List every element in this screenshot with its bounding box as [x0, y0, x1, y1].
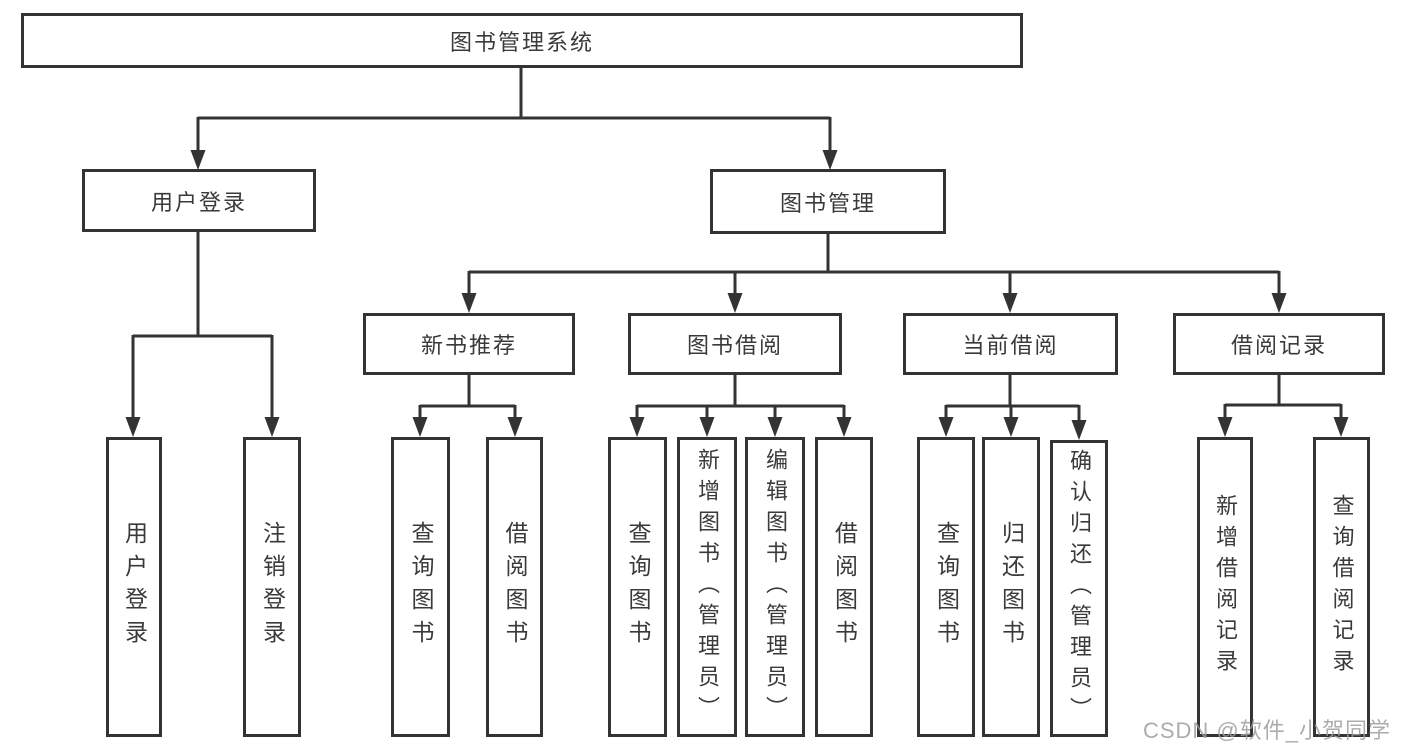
leaf-label: 用户登录 [121, 521, 148, 653]
leaf-return-books: 归还图书 [982, 437, 1040, 737]
leaf-label: 查询图书 [625, 521, 651, 653]
leaf-query-books-2: 查询图书 [608, 437, 667, 737]
node-label: 图书管理 [779, 190, 876, 216]
node-book-borrowing: 图书借阅 [628, 313, 842, 375]
leaf-user-login: 用户登录 [106, 437, 162, 737]
leaf-add-borrow-record: 新增借阅记录 [1197, 437, 1253, 737]
leaf-label: 新增借阅记录 [1213, 494, 1238, 680]
leaf-confirm-return-admin: 确认归还（管理员） [1050, 440, 1108, 737]
csdn-watermark: CSDN @软件_小贺同学 [1142, 718, 1391, 743]
leaf-logout: 注销登录 [243, 437, 301, 737]
node-label: 用户登录 [150, 189, 247, 215]
node-label: 新书推荐 [420, 333, 517, 358]
node-book-management: 图书管理 [710, 169, 946, 234]
leaf-label: 查询图书 [933, 521, 960, 653]
leaf-label: 注销登录 [259, 521, 286, 653]
leaf-query-borrow-record: 查询借阅记录 [1313, 437, 1370, 737]
node-borrowing-records: 借阅记录 [1173, 313, 1385, 375]
node-new-book-recommendation: 新书推荐 [363, 313, 575, 375]
leaf-borrow-books-2: 借阅图书 [815, 437, 873, 737]
leaf-label: 借阅图书 [831, 521, 858, 653]
leaf-label: 查询借阅记录 [1329, 494, 1355, 680]
leaf-label: 借阅图书 [502, 521, 528, 653]
leaf-borrow-books-1: 借阅图书 [486, 437, 543, 737]
leaf-query-books-3: 查询图书 [917, 437, 975, 737]
leaf-label: 确认归还（管理员） [1067, 449, 1092, 728]
node-current-borrowing: 当前借阅 [903, 313, 1118, 375]
leaf-query-books-1: 查询图书 [391, 437, 450, 737]
node-user-login: 用户登录 [82, 169, 316, 232]
node-library-management-system: 图书管理系统 [21, 13, 1023, 68]
node-label: 图书借阅 [686, 333, 783, 358]
leaf-add-books-admin: 新增图书（管理员） [677, 437, 737, 737]
node-label: 图书管理系统 [449, 29, 594, 55]
leaf-label: 归还图书 [998, 521, 1025, 653]
leaf-label: 查询图书 [408, 521, 434, 653]
node-label: 借阅记录 [1230, 333, 1327, 358]
node-label: 当前借阅 [962, 333, 1059, 358]
leaf-label: 编辑图书（管理员） [763, 447, 788, 727]
leaf-label: 新增图书（管理员） [695, 447, 720, 727]
leaf-edit-books-admin: 编辑图书（管理员） [745, 437, 805, 737]
